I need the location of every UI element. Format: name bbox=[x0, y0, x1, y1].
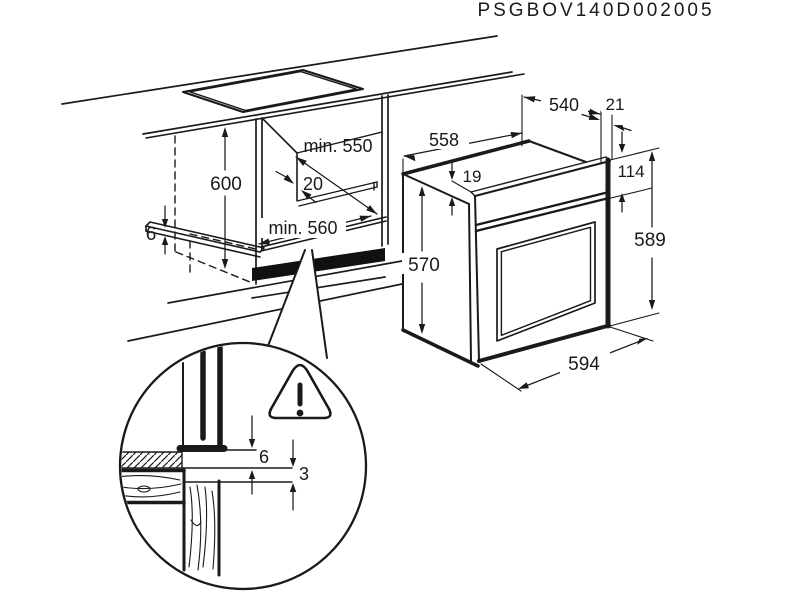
floor-lines bbox=[127, 260, 403, 342]
dim-niche-depth: min. 550 bbox=[295, 136, 378, 215]
worktop bbox=[61, 35, 525, 139]
dim-niche-height: 600 bbox=[210, 127, 242, 269]
dim-front-width: 594 bbox=[480, 326, 654, 392]
oven-door-window bbox=[496, 221, 596, 342]
dim-label-detail-6: 6 bbox=[259, 447, 269, 467]
drawing-code: PSGBOV140D002005 bbox=[477, 0, 714, 21]
oven-dimensions: 558 540 21 19 bbox=[402, 94, 672, 392]
dim-label-589: 589 bbox=[634, 230, 666, 251]
dim-rail-thickness: 6 bbox=[146, 205, 169, 255]
dim-label-558: 558 bbox=[429, 130, 459, 150]
dim-label-540: 540 bbox=[549, 95, 579, 115]
detail-callout: 6 3 bbox=[118, 249, 368, 591]
dim-body-height: 570 bbox=[402, 186, 446, 334]
dim-label-20: 20 bbox=[303, 174, 323, 194]
dim-label-114: 114 bbox=[617, 162, 644, 181]
oven-body bbox=[401, 139, 587, 368]
detail-circle bbox=[118, 341, 368, 591]
dim-label-19: 19 bbox=[463, 167, 482, 186]
plinth-vent-band bbox=[252, 248, 385, 281]
dim-body-depth: 540 bbox=[523, 95, 602, 165]
dim-label-min560: min. 560 bbox=[268, 218, 337, 238]
dim-detail-top-gap: 6 bbox=[248, 415, 269, 495]
oven bbox=[401, 139, 611, 368]
dim-label-min550: min. 550 bbox=[303, 136, 372, 156]
dim-panel-height: 114 bbox=[610, 131, 653, 213]
exclamation-triangle-icon bbox=[268, 363, 332, 420]
oven-handle bbox=[474, 190, 611, 233]
dim-front-overhang: 21 bbox=[581, 95, 632, 160]
detail-section bbox=[121, 344, 293, 577]
dim-label-21: 21 bbox=[606, 95, 625, 114]
oven-front-frame bbox=[470, 156, 611, 363]
dim-rear-clearance: 20 bbox=[275, 170, 323, 204]
hidden-edges bbox=[174, 135, 257, 283]
dim-label-594: 594 bbox=[568, 354, 600, 375]
dim-body-width: 558 bbox=[402, 94, 523, 178]
dim-label-detail-3: 3 bbox=[299, 464, 309, 484]
dim-label-rail-6: 6 bbox=[146, 224, 157, 245]
worktop-section bbox=[121, 451, 183, 469]
dim-label-600: 600 bbox=[210, 174, 242, 195]
callout-pointer bbox=[268, 250, 327, 358]
cabinet-dimensions: 600 6 min. 550 20 bbox=[146, 127, 378, 269]
hob-cutout bbox=[182, 69, 364, 113]
dim-niche-width: min. 560 bbox=[258, 215, 372, 245]
wood-panels bbox=[121, 468, 221, 577]
dim-front-height: 589 bbox=[609, 147, 672, 327]
support-rail bbox=[145, 221, 265, 258]
dim-label-570: 570 bbox=[408, 255, 440, 276]
dim-detail-bottom-gap: 3 bbox=[289, 439, 309, 511]
dim-top-lip: 19 bbox=[448, 161, 482, 216]
